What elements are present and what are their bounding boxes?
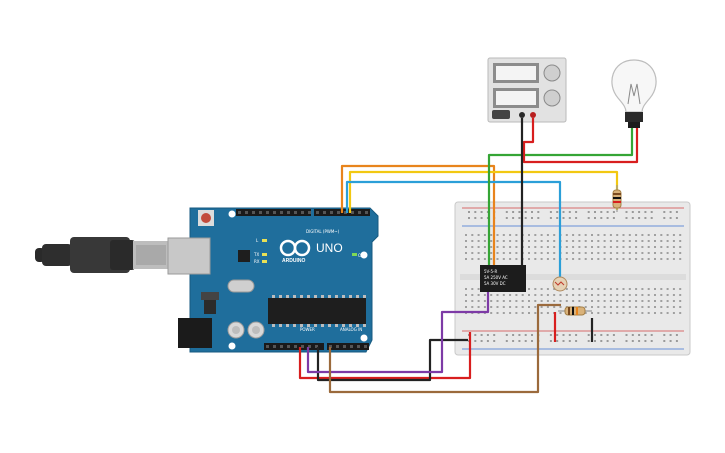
analog-in-label: ANALOG IN [340, 327, 362, 332]
relay-label-2: 5A 250V AC [484, 275, 508, 280]
board-model-label: UNO [316, 241, 343, 255]
wire-green [487, 128, 634, 265]
resistor-vertical[interactable] [612, 185, 622, 212]
arduino-logo [279, 239, 311, 257]
digital-pwm-label: DIGITAL (PWM~) [306, 229, 340, 234]
resistor-horizontal[interactable] [558, 306, 592, 316]
board-brand-label: ARDUINO [282, 258, 305, 264]
usb-cable [35, 237, 169, 273]
atmega-chip [268, 298, 366, 324]
light-bulb[interactable] [611, 59, 657, 128]
breadboard[interactable] [454, 201, 691, 356]
wire-blue [345, 180, 562, 282]
wire-orange [340, 164, 496, 265]
l-led-label: L [256, 238, 259, 243]
on-led-label: ON [358, 253, 364, 258]
power-label: POWER [300, 327, 315, 332]
wire-red-supply [522, 118, 639, 164]
dc-power-supply[interactable] [487, 57, 567, 123]
photoresistor[interactable] [552, 276, 568, 292]
relay-label-1: 5V-5-R [484, 269, 497, 274]
reset-button[interactable] [201, 213, 211, 223]
relay-label-3: 5A 30V DC [484, 281, 506, 286]
tx-led-label: TX [253, 252, 259, 257]
rx-led-label: RX [254, 259, 260, 264]
arduino-uno-board[interactable]: UNO ARDUINO DIGITAL (PWM~) POWER ANALOG … [35, 207, 379, 353]
wires [298, 118, 639, 394]
wire-brown [328, 303, 561, 394]
wire-purple [306, 290, 490, 374]
wire-red-5v [298, 332, 472, 380]
relay-module[interactable]: 5V-5-R 5A 250V AC 5A 30V DC [480, 265, 526, 292]
